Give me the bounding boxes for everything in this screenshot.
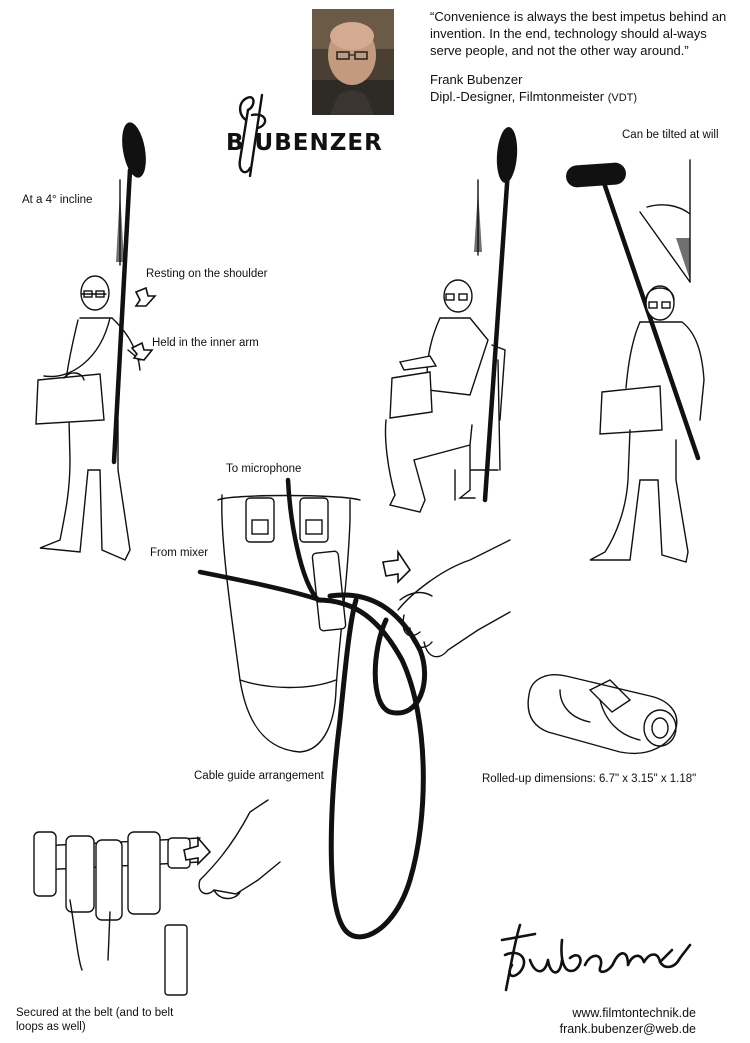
figure-seated-writing xyxy=(384,127,518,513)
contact-block: www.filmtontechnik.de frank.bubenzer@web… xyxy=(560,1005,696,1037)
caption-from-mixer: From mixer xyxy=(150,547,209,559)
cable-guide-illustration xyxy=(197,477,511,940)
caption-inner-arm: Held in the inner arm xyxy=(152,337,259,349)
quote-author-title: Dipl.-Designer, Filmtonmeister (VDT) xyxy=(430,88,730,107)
quote-block: “Convenience is always the best impetus … xyxy=(430,8,730,107)
email-link[interactable]: frank.bubenzer@web.de xyxy=(559,1022,696,1036)
rolled-up-holster xyxy=(527,674,678,754)
author-title-text: Dipl.-Designer, Filmtonmeister xyxy=(430,89,605,104)
author-title-suffix: (VDT) xyxy=(607,92,638,104)
portrait-photo xyxy=(312,9,394,115)
caption-incline: At a 4° incline xyxy=(22,194,93,206)
website-link[interactable]: www.filmtontechnik.de xyxy=(572,1006,696,1020)
caption-rolled-up: Rolled-up dimensions: 6.7" x 3.15" x 1.1… xyxy=(482,773,697,785)
wordmark-rest: UBENZER xyxy=(254,130,383,156)
bubenzer-logo-mark xyxy=(238,93,267,178)
caption-cable-guide: Cable guide arrangement xyxy=(194,770,324,782)
handwritten-signature xyxy=(500,923,692,992)
wordmark-initial: B xyxy=(226,130,245,156)
quote-author: Frank Bubenzer xyxy=(430,72,523,87)
figure-tilted-boom xyxy=(566,159,705,563)
caption-to-microphone: To microphone xyxy=(226,463,302,475)
caption-shoulder: Resting on the shoulder xyxy=(146,268,268,280)
caption-belt: Secured at the belt (and to belt loops a… xyxy=(16,1007,174,1033)
belt-attachment-illustration xyxy=(33,799,281,996)
caption-tilt: Can be tilted at will xyxy=(622,129,719,141)
bubenzer-wordmark: B UBENZER xyxy=(226,130,383,156)
figure-shoulder-boom xyxy=(35,122,157,561)
quote-text: “Convenience is always the best impetus … xyxy=(430,9,727,58)
